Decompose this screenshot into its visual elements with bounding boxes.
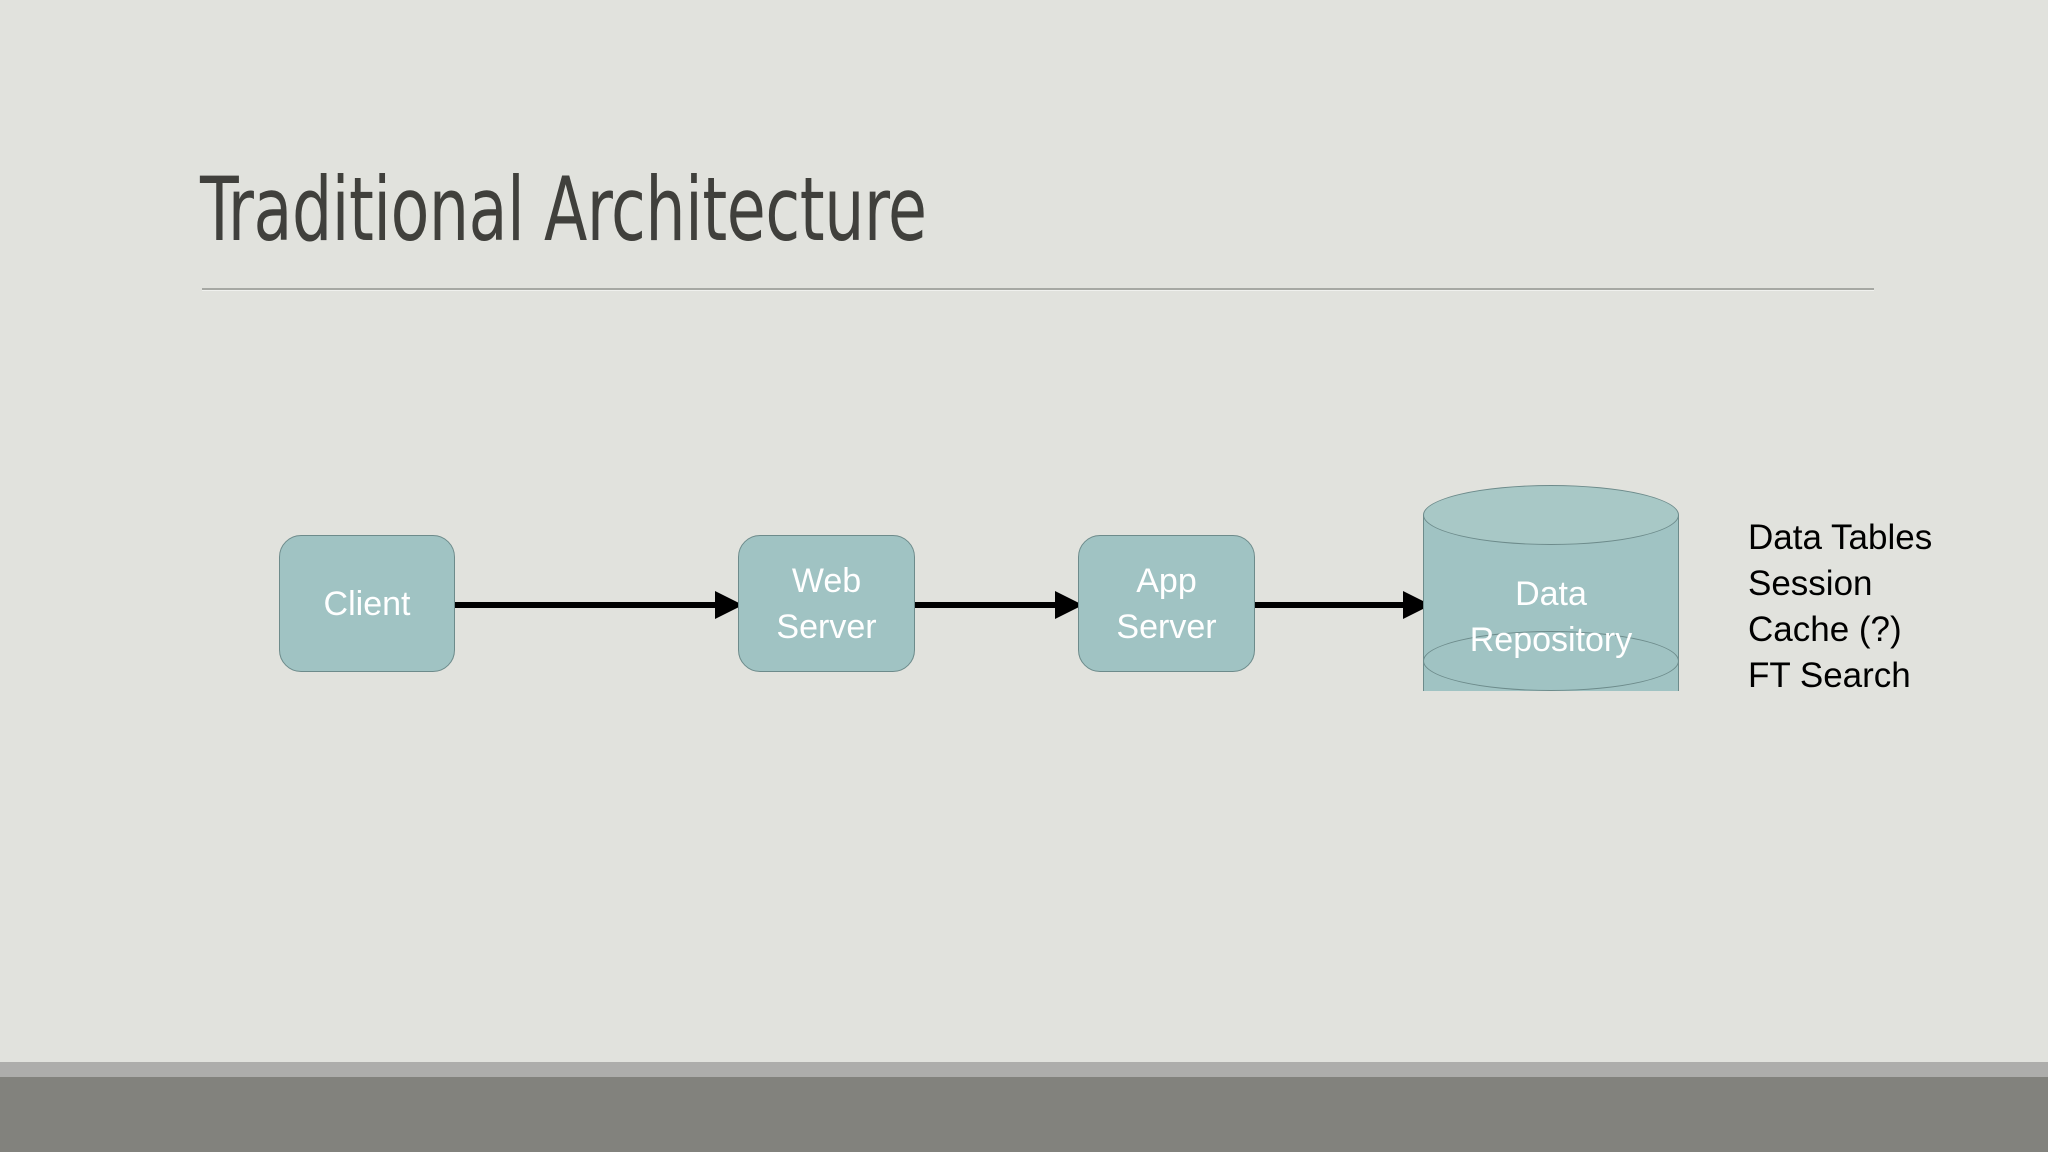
node-data-repository-label-inner: Data Repository: [1470, 571, 1633, 663]
node-client[interactable]: Client: [279, 535, 455, 672]
cylinder-bottom-ellipse: [1423, 631, 1679, 691]
node-app-server-label-line1: App: [1136, 561, 1197, 600]
page-title: Traditional Architecture: [200, 158, 927, 261]
node-data-repository-label-line2: Repository: [1469, 621, 1633, 659]
node-web-server-label: Web Server: [776, 558, 876, 650]
side-note-data-tables: Data Tables: [1748, 518, 1933, 557]
cylinder-top-ellipse: [1423, 485, 1679, 545]
side-notes-list: Data Tables Session Cache (?) FT Search: [1748, 515, 2018, 699]
arrow-shaft: [915, 602, 1057, 608]
node-web-server-label-line2: Server: [776, 607, 877, 646]
side-note-ft-search: FT Search: [1748, 656, 1911, 695]
node-app-server-label: App Server: [1116, 558, 1216, 650]
arrow-web-server-to-app-server: [915, 590, 1083, 620]
arrow-client-to-web-server: [455, 590, 743, 620]
side-note-session: Session: [1748, 564, 1873, 603]
title-divider-rule: [202, 288, 1874, 291]
side-note-cache: Cache (?): [1748, 610, 1902, 649]
node-data-repository-label: Data Repository: [1423, 537, 1679, 697]
arrow-app-server-to-data-repository: [1255, 590, 1431, 620]
node-app-server-label-line2: Server: [1116, 607, 1217, 646]
node-data-repository[interactable]: Data Repository: [1423, 485, 1679, 721]
node-client-label: Client: [323, 584, 411, 623]
footer-band-dark: [0, 1077, 2048, 1152]
node-web-server-label-line1: Web: [791, 561, 862, 600]
arrow-shaft: [1255, 602, 1405, 608]
node-web-server[interactable]: Web Server: [738, 535, 915, 672]
node-data-repository-label-line1: Data: [1515, 575, 1587, 613]
arrow-shaft: [455, 602, 717, 608]
node-app-server[interactable]: App Server: [1078, 535, 1255, 672]
title-block: Traditional Architecture: [200, 158, 1880, 268]
footer-band-light: [0, 1062, 2048, 1077]
